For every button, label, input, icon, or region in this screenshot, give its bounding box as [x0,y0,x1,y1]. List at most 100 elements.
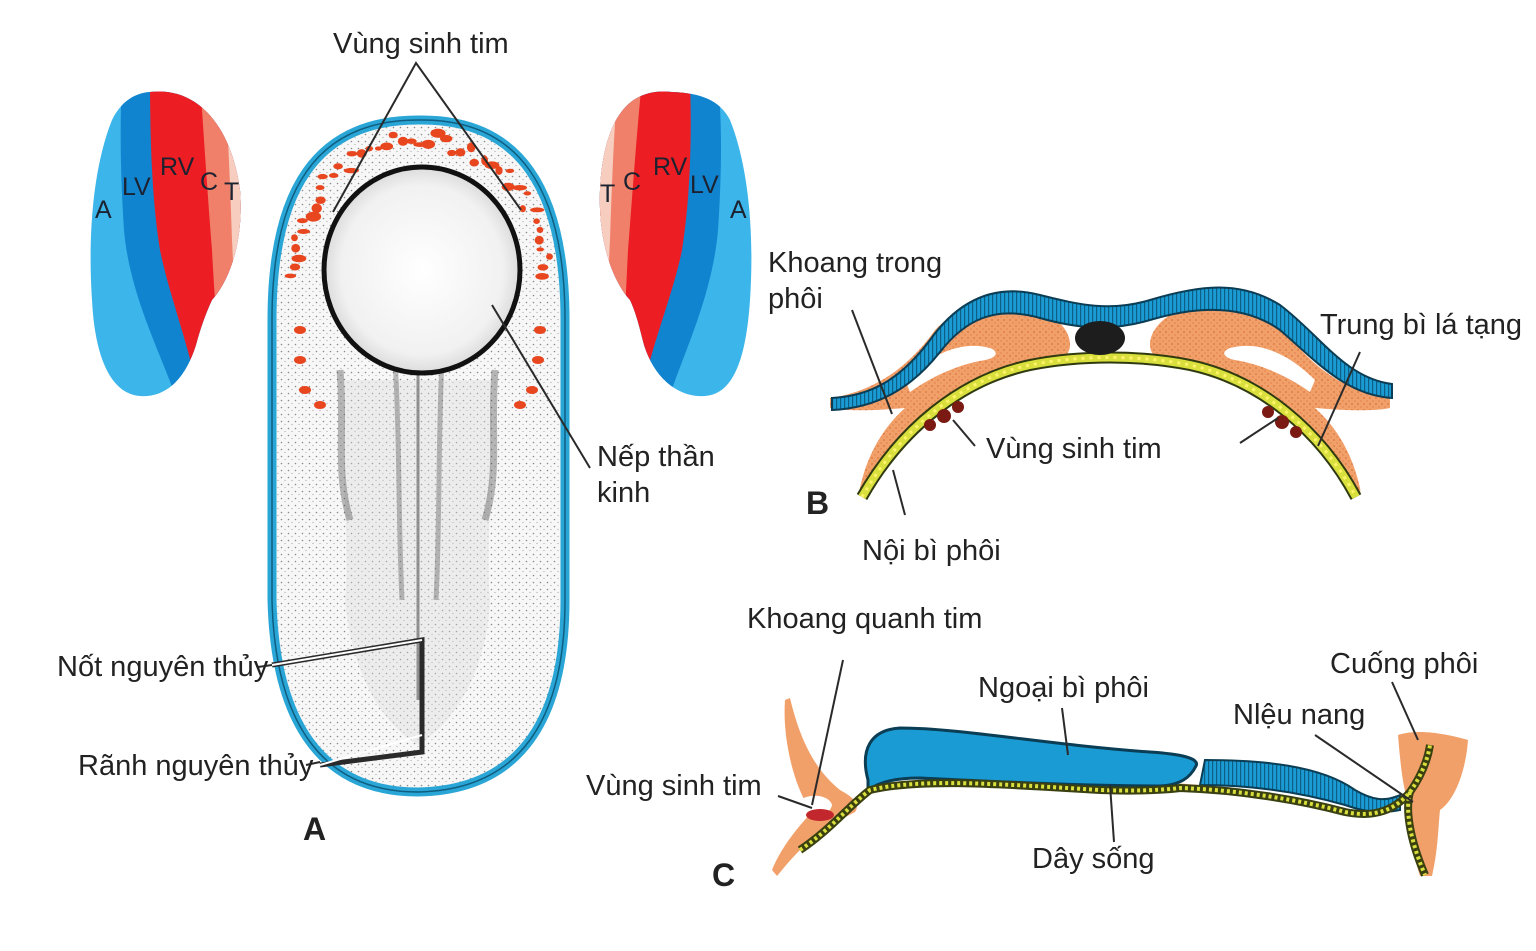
intraembryonic-cavity-leader [851,309,893,415]
ectoderm-b [831,286,1393,412]
heart-fate-map-right: T C RV LV A [599,91,752,397]
cardiogenic-area-leader [332,61,522,213]
intraembryonic-cavity-right [1224,345,1315,392]
cardiogenic-cell-cluster [291,243,301,253]
primitive-streak-leader-tail [305,761,321,766]
neural-groove-shade-right [433,359,445,601]
notochord-leader [1109,784,1115,843]
neural-groove-shade-left [392,359,405,601]
panel-c-longitudinal-section: Khoang quanh tim Ngoại bì phôi Cuống phô… [586,603,1478,893]
neural-fold-leader [491,304,591,469]
cardiogenic-cell-cluster [530,207,545,213]
label-intraembryonic-cavity: Khoang trong [768,247,942,279]
cardiogenic-cell-cluster [536,226,544,233]
allantois-leader [1314,734,1414,803]
cardiogenic-cell-cluster [514,401,526,409]
cardiogenic-crescent [284,128,553,409]
cardiogenic-cell-cluster [430,128,446,138]
cardiogenic-cell-cluster [314,401,326,409]
label-embryonic-endoderm: Nội bì phôi [862,535,1001,567]
cardiogenic-cell-cluster [505,168,515,173]
cardiogenic-cell-cluster [299,386,311,394]
label-splanchnic-mesoderm: Trung bì lá tạng [1320,309,1522,341]
cardiogenic-cell-cluster [455,148,466,157]
panel-a-embryonic-disc: Vùng sinh tim Nếp thần kinh Nốt nguyên t… [57,28,715,847]
amnion-segment [1198,758,1401,814]
endoderm-arch-cells [860,356,1358,498]
cardiogenic-cell-cluster [388,131,398,139]
label-notochord: Dây sống [1032,843,1155,875]
cardiogenic-cell-cluster [291,234,298,242]
cardiogenic-cell-cluster [380,142,394,151]
neural-fold-shadow-left [336,369,354,522]
conus-region [200,91,241,397]
intraembryonic-cavity-left [905,345,996,392]
connecting-stalk-leader [1391,681,1419,741]
heart-segment-label: LV [122,173,151,201]
panel-b-cross-section: Khoang trong phôi Trung bì lá tạng Vùng … [768,247,1522,567]
cardiogenic-cell-cluster [289,263,301,271]
cardiogenic-cell-cluster [333,163,343,170]
cardiogenic-cell-cluster [294,326,306,334]
cardiogenic-cell-cluster [495,166,503,175]
neural-fold-shadow-right [481,369,499,522]
cardiogenic-area-leader-b-left [952,419,976,447]
panel-label-c: C [712,857,735,893]
cardiogenic-cell-cluster [284,273,297,279]
label-connecting-stalk: Cuống phôi [1330,648,1478,680]
cardiogenic-cell-cluster [546,253,553,260]
cardiogenic-cell-cluster [374,146,382,151]
panel-label-a: A [303,811,326,847]
cardiogenic-cell-cluster [534,235,544,245]
heart-segment-label: A [95,196,112,224]
label-allantois: Nlệu nang [1233,699,1365,731]
label-cardiogenic-area-a: Vùng sinh tim [333,28,509,60]
cardiogenic-cell-cluster [329,173,339,178]
disc-rim-edge [271,119,566,793]
cardiogenic-cell-cluster [536,247,544,252]
notochord-b [1075,321,1125,355]
heart-segment-label: A [730,196,747,224]
cardiogenic-cell-cluster [526,386,538,394]
heart-segment-label: T [224,178,239,206]
label-cardiogenic-area-b: Vùng sinh tim [986,433,1162,465]
cardiogenic-area-c [806,809,834,821]
cardiogenic-cell-cluster [294,356,306,364]
cardiogenic-cell-cluster [315,196,326,204]
cardiogenic-cell-cluster [397,136,409,146]
cardiogenic-cell-cluster [297,218,308,224]
endoderm-c-cells [798,744,1432,876]
splanchnic-mesoderm-leader [1317,351,1361,447]
cardiogenic-cell-cluster [512,185,527,191]
cardiogenic-cell-cluster [519,205,526,213]
label-primitive-streak: Rãnh nguyên thủy [78,750,314,782]
cardiogenic-cell-cluster [421,139,436,149]
cardiogenic-cell-cluster [291,254,307,263]
cardiogenic-cell-cluster [317,173,328,180]
pericardial-cavity-leader [811,659,844,806]
heart-segment-label: T [600,180,615,208]
primitive-node-leader-tail [257,664,273,668]
head-fold [321,164,523,376]
cardiogenic-cell-cluster [406,138,417,144]
primitive-streak-leader [319,734,423,766]
cardiogenic-area-leader-b-right [1239,417,1279,444]
cardiogenic-cell-cluster [440,134,453,143]
heart-segment-label: C [623,168,641,196]
cardiogenic-cell-cluster [532,356,544,364]
ectoderm-c [863,726,1198,793]
cardiogenic-area-leader-c [777,795,813,809]
label-neural-fold: Nếp thần [597,441,715,473]
label-embryonic-ectoderm: Ngoại bì phôi [978,672,1149,704]
cardiogenic-cell-cluster [315,185,325,191]
cardiogenic-cell-cluster [537,264,549,271]
ectoderm-leader [1061,707,1069,756]
cardiogenic-cell-cluster [297,229,310,234]
label-primitive-node: Nốt nguyên thủy [57,651,269,683]
truncus-region [224,91,241,397]
cardiogenic-cell-cluster [305,211,322,222]
label-cardiogenic-area-c: Vùng sinh tim [586,770,762,802]
heart-segment-label: RV [160,153,195,181]
cardiogenic-cell-cluster [447,149,457,157]
